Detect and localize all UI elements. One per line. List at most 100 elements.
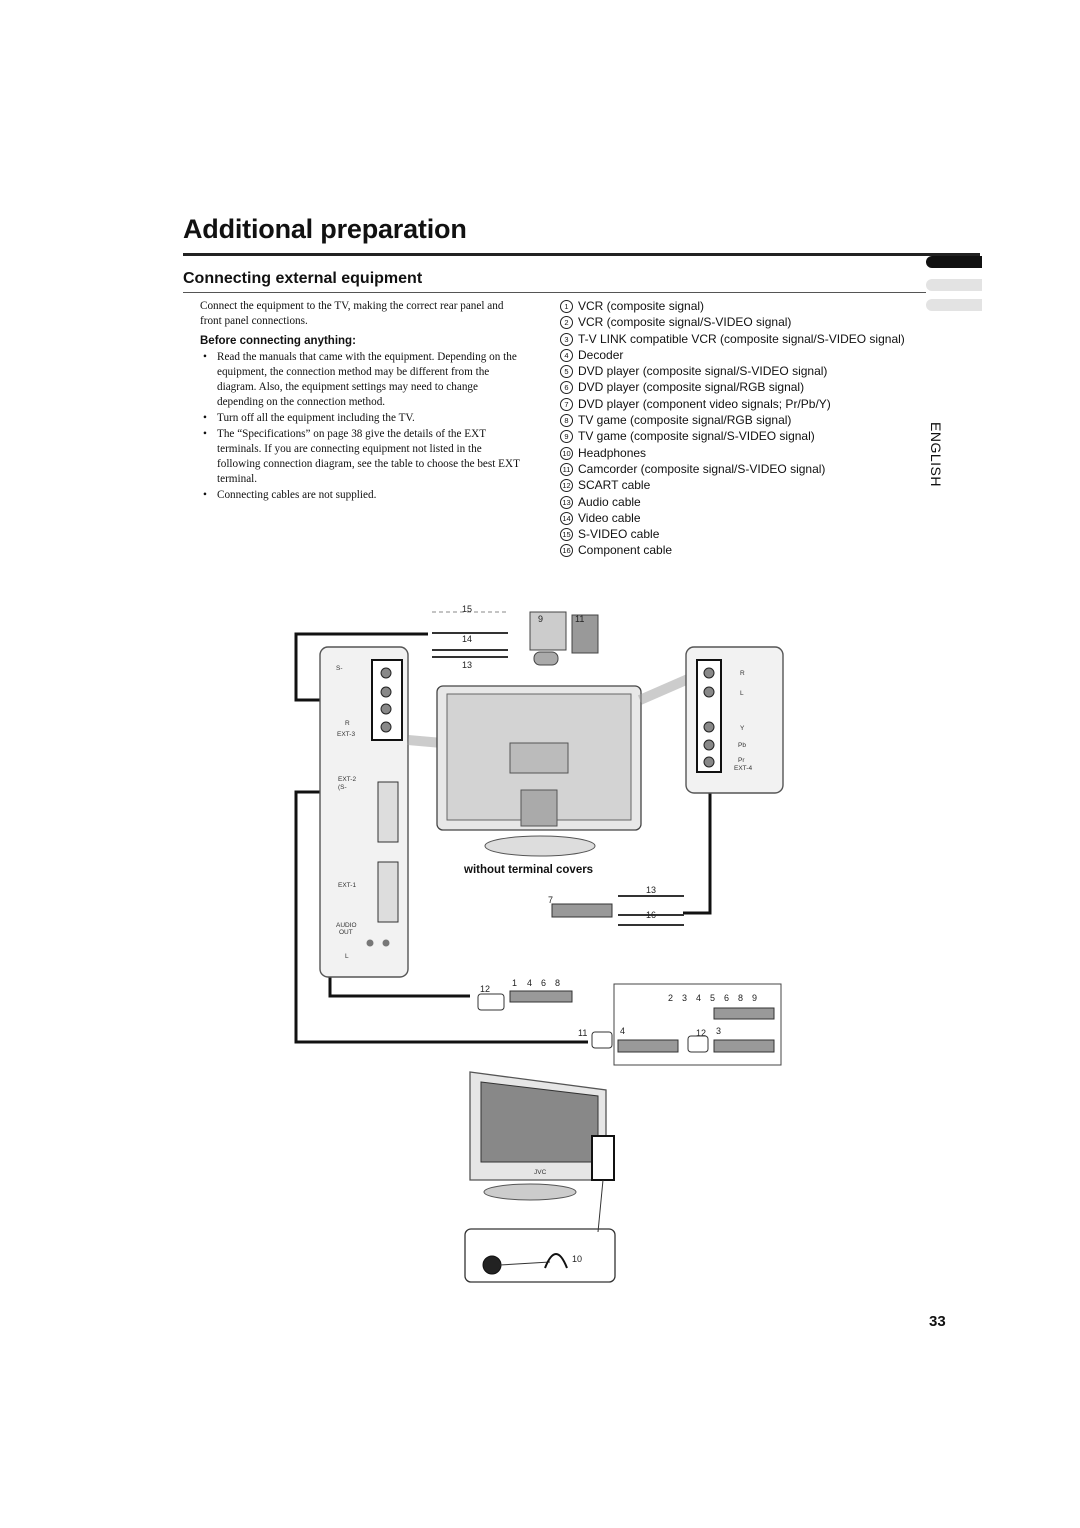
side-terminal-panel: S- R EXT-3 EXT-2 (S- EXT-1 AUDIO OUT L (319, 646, 409, 978)
number-badge: 14 (560, 511, 573, 525)
number-badge: 9 (560, 430, 573, 444)
component-terminal-panel: R L Y Pb Pr EXT-4 (685, 646, 784, 794)
ext3-label: EXT-3 (337, 731, 355, 738)
diagram-caption: without terminal covers (464, 864, 594, 876)
decoder-device-icon (617, 1039, 679, 1053)
legend-text: Headphones (578, 445, 647, 460)
marker-7: 7 (548, 895, 553, 905)
legend-text: DVD player (composite signal/S-VIDEO sig… (578, 364, 828, 379)
tlink-vcr-device-icon (713, 1039, 775, 1053)
section-title: Connecting external equipment (183, 270, 423, 287)
marker-13: 13 (462, 660, 472, 670)
legend-text: Camcorder (composite signal/S-VIDEO sign… (578, 461, 826, 476)
number-badge: 1 (560, 300, 573, 313)
scart-plug-icon (687, 1035, 709, 1053)
marker-4: 4 (620, 1026, 625, 1036)
section-rule (183, 292, 926, 293)
s-video-label: S- (336, 665, 343, 672)
number-badge: 11 (560, 462, 573, 476)
number-badge: 10 (560, 446, 573, 460)
marker-6: 6 (724, 993, 729, 1003)
y-label: Y (740, 725, 745, 732)
language-tab (926, 299, 982, 311)
number-badge: 7 (560, 397, 573, 411)
marker-6: 6 (541, 978, 546, 988)
number-badge: 16 (560, 544, 573, 558)
game-console-icon (529, 611, 567, 651)
page-number: 33 (929, 1313, 946, 1330)
ext2-label: EXT-2 (338, 776, 356, 783)
ext4-label: EXT-4 (734, 765, 752, 772)
camcorder-icon (571, 614, 599, 654)
number-badge: 2 (560, 316, 573, 330)
language-tab-active (926, 256, 982, 268)
legend-text: S-VIDEO cable (578, 527, 660, 542)
legend-text: Decoder (578, 347, 624, 362)
legend-text: DVD player (component video signals; Pr/… (578, 396, 831, 411)
marker-11: 11 (578, 1028, 587, 1038)
cables-top (432, 611, 599, 666)
marker-9: 9 (538, 614, 543, 624)
title-rule (183, 253, 980, 256)
marker-9: 9 (752, 993, 757, 1003)
gamepad-icon (533, 651, 559, 666)
language-tab (926, 279, 982, 291)
marker-13: 13 (646, 885, 656, 895)
number-badge: 4 (560, 348, 573, 362)
marker-12: 12 (696, 1028, 706, 1038)
legend-text: TV game (composite signal/S-VIDEO signal… (578, 429, 815, 444)
legend-text: Video cable (578, 510, 641, 525)
marker-3: 3 (682, 993, 687, 1003)
legend-text: DVD player (composite signal/RGB signal) (578, 380, 805, 395)
list-item: Read the manuals that came with the equi… (200, 350, 522, 410)
legend-item: 14 Video cable (560, 510, 905, 526)
legend-text: VCR (composite signal/S-VIDEO signal) (578, 315, 792, 330)
marker-15: 15 (462, 604, 472, 614)
page-title: Additional preparation (183, 214, 467, 244)
list-item: Turn off all the equipment including the… (200, 411, 522, 426)
precaution-list: Read the manuals that came with the equi… (200, 350, 522, 504)
legend-text: VCR (composite signal) (578, 299, 705, 313)
marker-12: 12 (480, 984, 490, 994)
marker-8: 8 (738, 993, 743, 1003)
audio-label: AUDIO (336, 922, 357, 929)
marker-14: 14 (462, 634, 472, 644)
l-label: L (345, 953, 349, 960)
pr-label: Pr (738, 757, 745, 764)
marker-5: 5 (710, 993, 715, 1003)
headphone-jack-icon (482, 1255, 502, 1275)
vcr-device-icon (509, 990, 573, 1003)
l-label: L (740, 690, 744, 697)
marker-16: 16 (646, 910, 656, 920)
legend-text: TV game (composite signal/RGB signal) (578, 413, 792, 428)
legend-item: 13 Audio cable (560, 494, 905, 510)
number-badge: 13 (560, 495, 573, 509)
headphones-icon (544, 1253, 568, 1269)
brand-logo: JVC (534, 1169, 547, 1176)
ext2-s-label: (S- (338, 784, 347, 791)
dvd-player-icon (551, 903, 613, 918)
marker-3: 3 (716, 1026, 721, 1036)
cables-bottom (477, 895, 782, 1066)
out-label: OUT (339, 929, 353, 936)
marker-10: 10 (572, 1254, 582, 1264)
number-badge: 3 (560, 332, 573, 346)
legend-item: 2 VCR (composite signal/S-VIDEO signal) (560, 314, 905, 330)
marker-2: 2 (668, 993, 673, 1003)
marker-1: 1 (512, 978, 517, 988)
marker-11: 11 (575, 614, 584, 624)
diagram-number-markers: 15 9 11 14 13 7 13 16 12 1 4 6 8 2 3 4 5… (462, 604, 757, 1264)
ext1-label: EXT-1 (338, 882, 356, 889)
equipment-legend: 1 VCR (composite signal) 2 VCR (composite s… (560, 298, 905, 559)
marker-4: 4 (696, 993, 701, 1003)
legend-item: 10 Headphones (560, 445, 905, 461)
legend-text: Audio cable (578, 494, 641, 509)
r-label: R (345, 720, 350, 727)
legend-item: 7 DVD player (component video signals; Pr… (560, 396, 905, 412)
